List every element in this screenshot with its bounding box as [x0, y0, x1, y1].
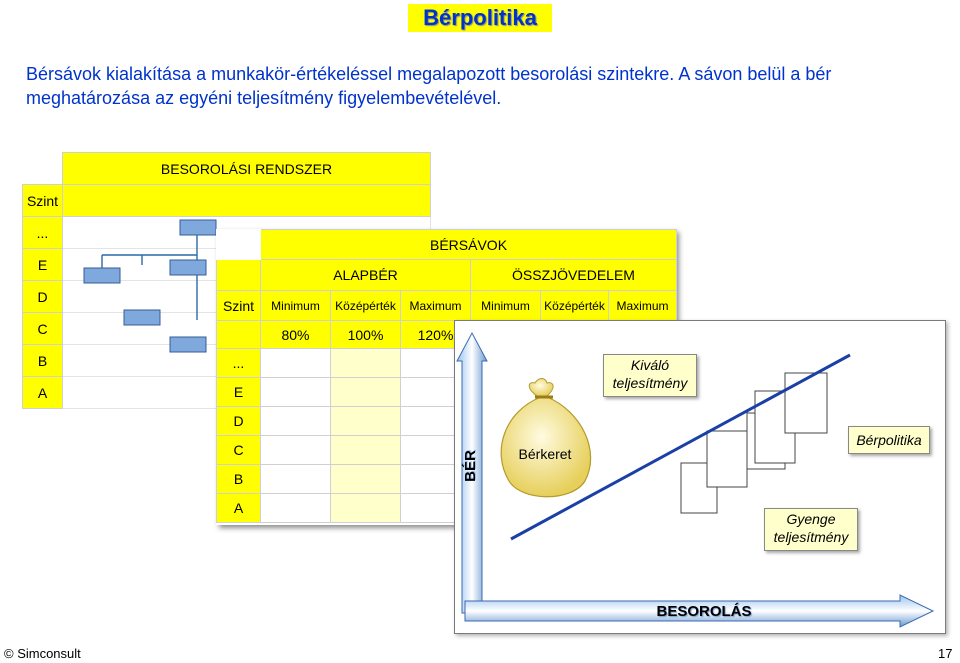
classification-header: BESOROLÁSI RENDSZER — [62, 152, 431, 185]
band-level-header: Szint — [216, 290, 261, 321]
y-axis-arrow — [456, 331, 488, 614]
poor-performance-callout: Gyenge teljesítmény — [764, 508, 858, 551]
page-title: Bérpolitika — [423, 5, 537, 30]
salary-policy-diagram — [456, 331, 935, 628]
org-box — [123, 309, 161, 326]
classification-level: B — [22, 344, 63, 377]
band-box — [784, 372, 828, 434]
base-salary-group: ALAPBÉR — [260, 259, 471, 291]
classification-level: A — [22, 376, 63, 409]
band-level: ... — [216, 348, 261, 378]
total-income-group: ÖSSZJÖVEDELEM — [469, 259, 678, 291]
org-box — [179, 219, 217, 236]
band-box — [706, 430, 748, 488]
band-level: A — [216, 493, 261, 523]
salary-band-header: BÉRSÁVOK — [259, 229, 678, 260]
x-axis-label: BESOROLÁS — [656, 603, 752, 620]
percent-cell: 100% — [330, 320, 401, 349]
policy-line — [510, 353, 851, 541]
page-number: 17 — [938, 646, 953, 661]
x-axis-arrow — [464, 594, 935, 628]
y-axis-label-box: BÉR — [462, 440, 484, 492]
salary-band-boxes — [680, 372, 828, 514]
band-level: B — [216, 464, 261, 494]
classification-level: E — [22, 248, 63, 281]
percent-cell: 80% — [260, 320, 331, 349]
band-level: C — [216, 435, 261, 465]
org-chart — [83, 219, 217, 353]
classification-level: D — [22, 280, 63, 313]
org-box — [169, 336, 207, 353]
excellent-performance-callout: Kiváló teljesítmény — [603, 354, 697, 397]
column-header: Minimum — [470, 290, 541, 321]
column-header: Maximum — [400, 290, 471, 321]
money-bag-icon — [500, 378, 592, 498]
budget-bag-label: Bérkeret — [518, 446, 572, 462]
column-header: Maximum — [607, 290, 678, 321]
title-highlight — [408, 4, 552, 32]
page-subtitle: Bérsávok kialakítása a munkakör-értékelé… — [26, 64, 832, 108]
classification-level: ... — [22, 216, 63, 249]
copyright: © Simconsult — [4, 646, 81, 661]
column-header: Minimum — [260, 290, 331, 321]
policy-callout: Bérpolitika — [848, 426, 930, 454]
classification-level: C — [22, 312, 63, 345]
band-level: E — [216, 377, 261, 407]
classification-level-header: Szint — [22, 184, 63, 217]
y-axis-label: BÉR — [462, 450, 479, 482]
column-header: Középérték — [540, 290, 609, 321]
column-header: Középérték — [330, 290, 401, 321]
band-box — [680, 462, 718, 514]
org-chart-boxes — [83, 219, 217, 353]
band-level: D — [216, 406, 261, 436]
org-box — [169, 259, 207, 276]
org-box — [83, 267, 121, 284]
